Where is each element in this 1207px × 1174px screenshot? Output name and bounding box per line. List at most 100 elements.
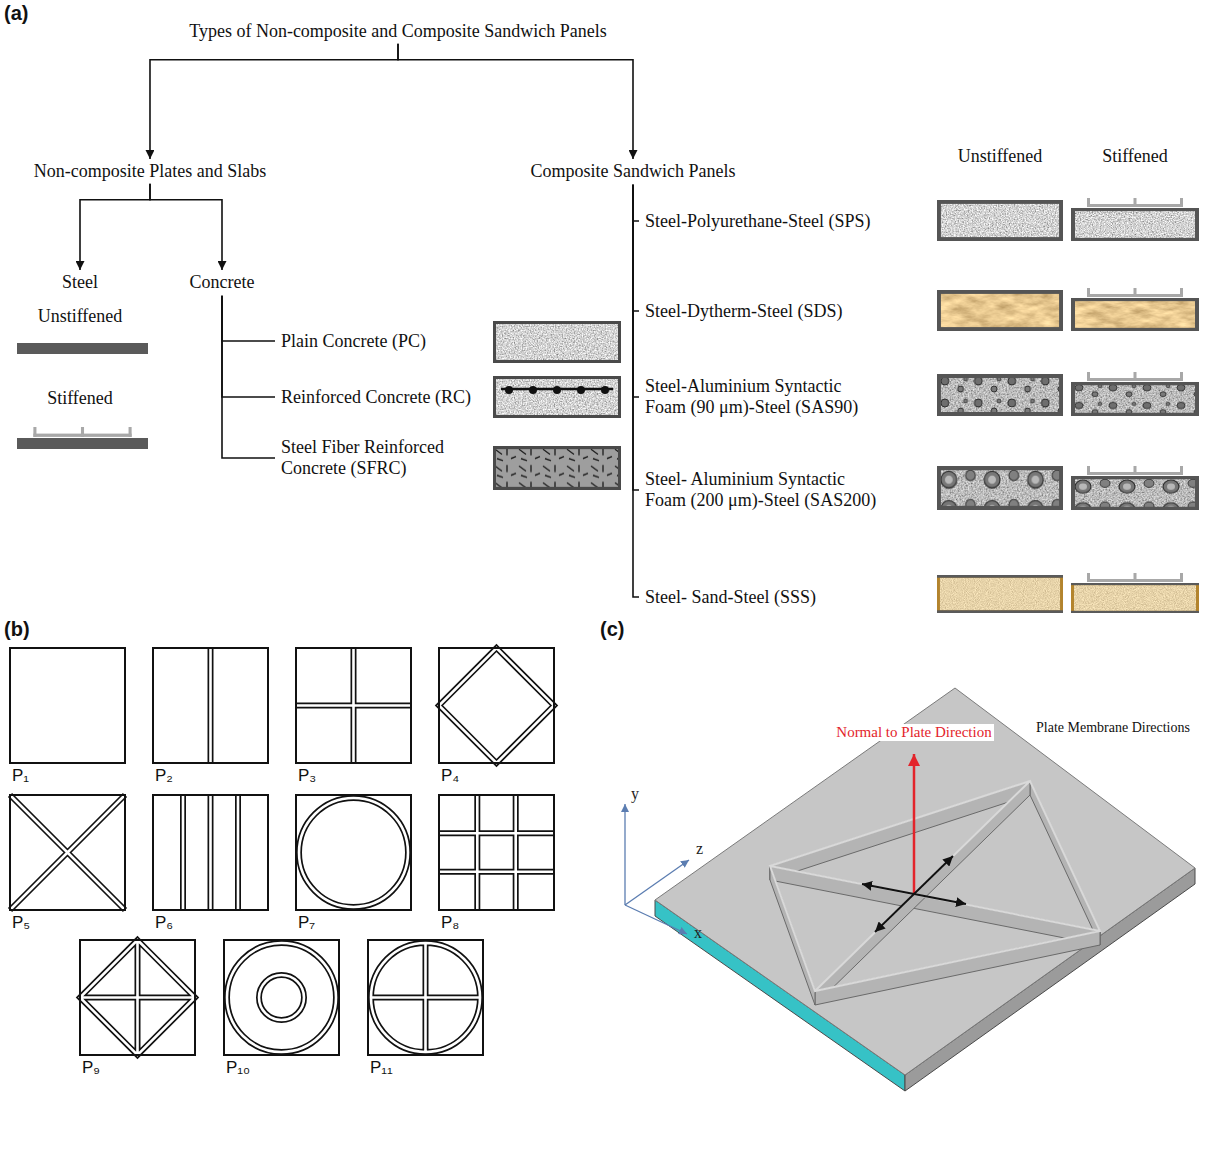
stiffener-pattern [183,795,238,910]
panel-label: (c) [600,618,624,641]
stiffener-pattern [296,648,411,763]
sandwich-panel-icon [1087,466,1183,475]
stiffener-pattern [224,940,339,1055]
sandwich-panel-icon [937,198,1199,613]
pattern-label: P₆ [155,913,173,933]
stiffener-pattern [368,940,483,1055]
sandwich-panel-icon [1071,208,1199,241]
panel-label: (a) [4,2,28,25]
steel-plate-icon [17,343,148,354]
tree-node: Steel- Sand-Steel (SSS) [641,586,820,609]
tree-node: Steel-Aluminium Syntactic Foam (90 μm)-S… [641,375,874,418]
coordinate-axes [625,804,689,934]
node-text: Steel [62,272,98,293]
coordinate-axes [625,860,689,905]
stiffened-plate-3d [655,688,1195,1075]
axis-label: y [631,785,639,803]
stiffener-pattern [80,940,195,1055]
direction-label: Plate Membrane Directions [1034,720,1192,736]
stiffener-pattern [10,648,125,763]
node-text: Steel Fiber Reinforced Concrete (SFRC) [281,437,471,478]
stiffener-pattern [371,943,480,1052]
stiffener-pattern [296,648,411,763]
stiffener-pattern [368,940,483,1055]
tree-connector [633,185,639,311]
stiffener-pattern [371,943,480,1052]
sandwich-panel-icon [1071,583,1199,613]
node-text: Types of Non-composite and Composite San… [189,21,607,42]
stiffener-pattern [80,940,195,1055]
sandwich-panel-icon [1087,372,1183,381]
sandwich-panel-icon [1071,476,1199,510]
concrete-icon [493,376,621,418]
tree-connector [633,185,639,397]
tree-connector [222,296,275,458]
stiffener-pattern [10,648,554,1055]
axis-label: x [694,924,702,942]
stiffener-pattern [153,648,268,763]
sandwich-panel-icon [1087,288,1183,297]
direction-arrow [875,856,953,932]
node-text: Steel- Aluminium Syntactic Foam (200 μm)… [645,469,883,510]
stiffener-pattern [227,943,336,1052]
stiffened-plate-3d [770,781,1100,1005]
plate-type-label: Unstiffened [38,306,123,327]
stiffener-pattern [227,943,336,1052]
stiffener-pattern [296,648,411,763]
sandwich-panel-icon [1087,198,1183,207]
stiffened-steel-plate-icon [33,427,131,437]
stiffener-pattern [10,795,125,910]
stiffener-pattern [296,795,411,910]
pattern-label: P₈ [441,913,459,933]
sandwich-panel-icon [937,374,1063,416]
sandwich-panel-icon [937,200,1063,241]
stiffener-pattern [183,795,238,910]
stiffener-pattern [153,795,268,910]
stiffener-pattern [208,648,214,763]
stiffener-pattern [296,795,411,910]
pattern-label: P₁₁ [370,1058,393,1078]
tree-node: Types of Non-composite and Composite San… [185,20,611,43]
stiffener-pattern [80,940,195,1055]
stiffener-pattern [439,648,554,763]
node-text: Steel-Dytherm-Steel (SDS) [645,301,842,322]
pattern-label: P₇ [298,913,315,933]
sandwich-panel-icon [937,575,1063,613]
node-text: Steel-Polyurethane-Steel (SPS) [645,211,870,232]
concrete-icon [493,321,621,490]
pattern-label: P₁ [12,766,29,786]
stiffener-pattern [439,795,554,910]
tree-connector [633,185,639,490]
node-text: Non-composite Plates and Slabs [34,161,266,182]
tree-node: Plain Concrete (PC) [277,330,430,353]
tree-node: Concrete [186,271,259,294]
direction-arrow [862,754,966,932]
stiffener-pattern [296,648,411,763]
concrete-icon [493,446,621,490]
coordinate-axes [624,804,625,905]
tree-node: Composite Sandwich Panels [527,160,740,183]
tree-node: Steel-Polyurethane-Steel (SPS) [641,210,874,233]
direction-label: Normal to Plate Direction [834,724,993,741]
stiffened-plate-3d [655,688,1195,1091]
sandwich-panel-icon [1071,298,1199,331]
pattern-label: P₉ [82,1058,100,1078]
node-text: Steel- Sand-Steel (SSS) [645,587,816,608]
pattern-label: P₁₀ [226,1058,250,1078]
stiffened-plate-3d [770,781,1100,991]
direction-arrow [913,754,916,894]
stiffener-pattern [10,795,125,910]
tree-connector [222,296,275,341]
tree-node: Steel Fiber Reinforced Concrete (SFRC) [277,436,475,479]
tree-connector [633,185,639,221]
stiffener-pattern [10,795,125,910]
tree-connector [80,184,150,270]
stiffener-pattern [439,795,554,910]
sandwich-panel-icon [1087,573,1183,582]
plate-type-label: Stiffened [47,388,113,409]
stiffener-pattern [224,940,339,1055]
node-text: Concrete [190,272,255,293]
tree-connector [150,184,222,270]
concrete-icon [493,321,621,363]
